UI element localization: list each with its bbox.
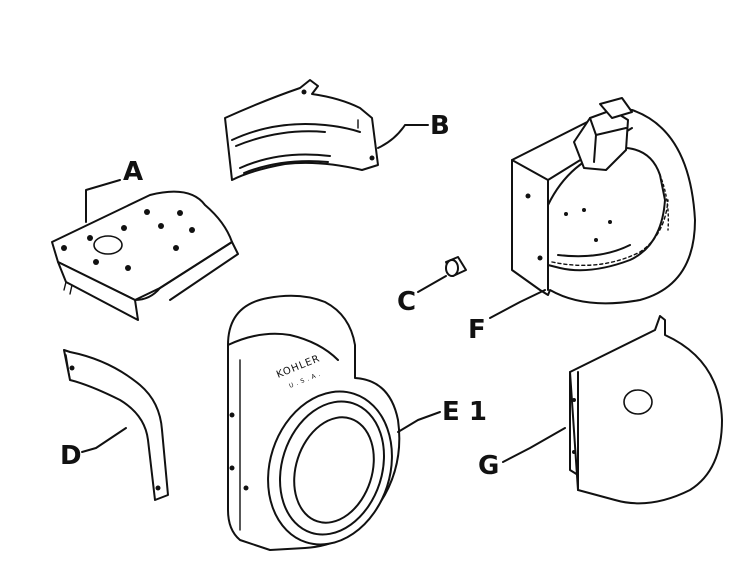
leader-a (85, 179, 121, 223)
leader-e1 (397, 411, 441, 433)
part-f-fan-housing (489, 97, 696, 319)
leader-c (417, 275, 447, 293)
leader-b (377, 124, 429, 149)
part-g-cover-plate (502, 315, 723, 505)
part-d-bracket (63, 349, 169, 501)
callout-g: G (478, 451, 499, 481)
part-b-curved-baffle (224, 79, 429, 181)
part-e1-blower-shroud: KOHLER U.S.A. (227, 294, 441, 551)
part-a-mounting-plate (51, 179, 239, 321)
callout-b: B (430, 111, 450, 141)
callout-d: D (60, 441, 82, 471)
callout-a: A (123, 157, 143, 187)
callout-c: C (397, 287, 416, 317)
callout-e1: E 1 (442, 397, 487, 427)
leader-d (81, 427, 127, 453)
leader-g (502, 427, 566, 463)
leader-f (489, 289, 546, 319)
callout-f: F (468, 315, 486, 345)
part-c-bushing (417, 256, 467, 293)
